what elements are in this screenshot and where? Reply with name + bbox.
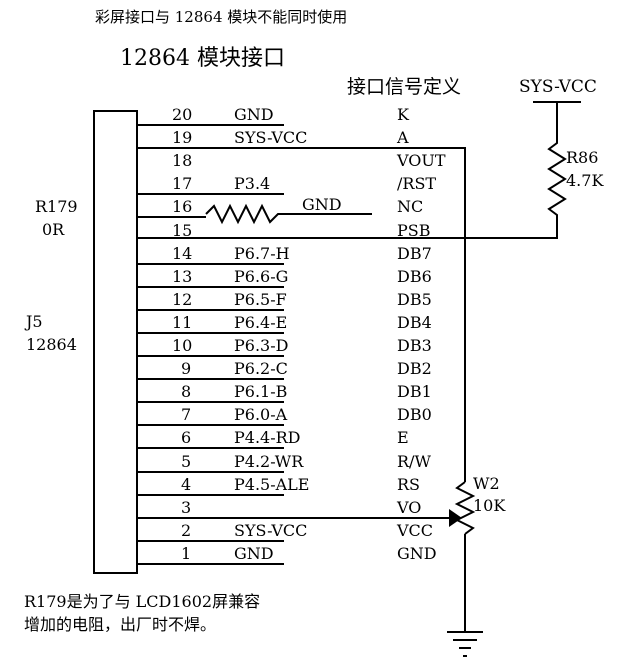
pin-signal-label: DB0 [397,405,432,424]
pin-signal-label: NC [397,197,424,216]
w2-wiper-arrow [449,509,462,527]
pin-number: 1 [181,544,192,563]
pin-net-label: SYS-VCC [234,128,308,147]
pin-signal-label: DB6 [397,267,432,286]
pin-number: 10 [172,336,193,355]
pin-number: 19 [172,128,193,147]
pin-number: 12 [172,290,193,309]
pin-number: 16 [172,197,193,216]
pin-signal-label: PSB [397,221,431,240]
pin-net-label: P4.2-WR [234,452,304,471]
j5-value: 12864 [26,335,77,354]
pin-signal-label: R/W [397,452,431,471]
vout-wire [137,147,466,482]
pin-net-label: P6.1-B [234,382,288,401]
pin-signal-label: DB1 [397,382,432,401]
pin-net-label: P3.4 [234,174,271,193]
pin-number: 5 [181,452,192,471]
pin-net-label: P6.5-F [234,290,287,309]
pin-number: 14 [172,244,193,263]
page-title: 12864 模块接口 [120,46,285,71]
pin-number: 18 [172,151,193,170]
pin-signal-label: RS [397,475,421,494]
j5-connector-body [93,110,138,574]
w2-potentiometer [454,481,476,535]
pin-net-label: P6.3-D [234,336,289,355]
pin-number: 3 [181,498,192,517]
pin-number: 4 [181,475,192,494]
pin-signal-label: E [397,428,409,447]
pin-net-label: GND [234,105,274,124]
pin-signal-label: VO [397,498,422,517]
j5-ref: J5 [26,312,43,331]
pin-number: 17 [172,174,193,193]
r179-ref: R179 [35,197,78,216]
r86-resistor [137,101,581,239]
pin-signal-label: DB5 [397,290,432,309]
pin-number: 2 [181,521,192,540]
pin-net-label: SYS-VCC [234,521,308,540]
pin-number: 6 [181,428,192,447]
pin-number: 9 [181,359,192,378]
r86-value: 4.7K [566,171,604,190]
r179-resistor [205,203,372,225]
note-top: 彩屏接口与 12864 模块不能同时使用 [95,8,348,26]
pin-signal-label: /RST [397,174,437,193]
pin-number: 7 [181,405,192,424]
iface-header: 接口信号定义 [347,76,462,98]
pin-number: 11 [172,313,193,332]
pin-signal-label: VCC [397,521,434,540]
pin-net-label: P6.0-A [234,405,288,424]
pin-net-label: P6.6-G [234,267,289,286]
w2-ref: W2 [473,474,500,493]
r86-ref: R86 [566,148,599,167]
r179-value: 0R [42,220,65,239]
pin-net-label: P6.7-H [234,244,290,263]
pin-net-label: P6.2-C [234,359,288,378]
pin-number: 13 [172,267,193,286]
pin-net-label: P6.4-E [234,313,288,332]
pin-number: 15 [172,221,193,240]
pin-signal-label: DB7 [397,244,432,263]
pin-signal-label: A [397,128,409,147]
note-bottom-line1: R179是为了与 LCD1602屏兼容 [24,592,261,611]
pin-signal-label: K [397,105,409,124]
pin-number: 8 [181,382,192,401]
sysvcc-top-label: SYS-VCC [519,77,597,97]
pin-signal-label: VOUT [397,151,446,170]
w2-value: 10K [473,496,506,515]
pin-net-label: P4.4-RD [234,428,301,447]
pin-lines [137,124,284,565]
pin-signal-label: DB2 [397,359,432,378]
ground-symbol [447,631,483,657]
pin-signal-label: GND [397,544,437,563]
note-bottom-line2: 增加的电阻，出厂时不焊。 [24,615,217,634]
pin-signal-label: DB3 [397,336,432,355]
r179-gnd-label: GND [302,195,342,214]
pin-number: 20 [172,105,193,124]
pin-net-label: P4.5-ALE [234,475,310,494]
pin-signal-label: DB4 [397,313,432,332]
pin-net-label: GND [234,544,274,563]
